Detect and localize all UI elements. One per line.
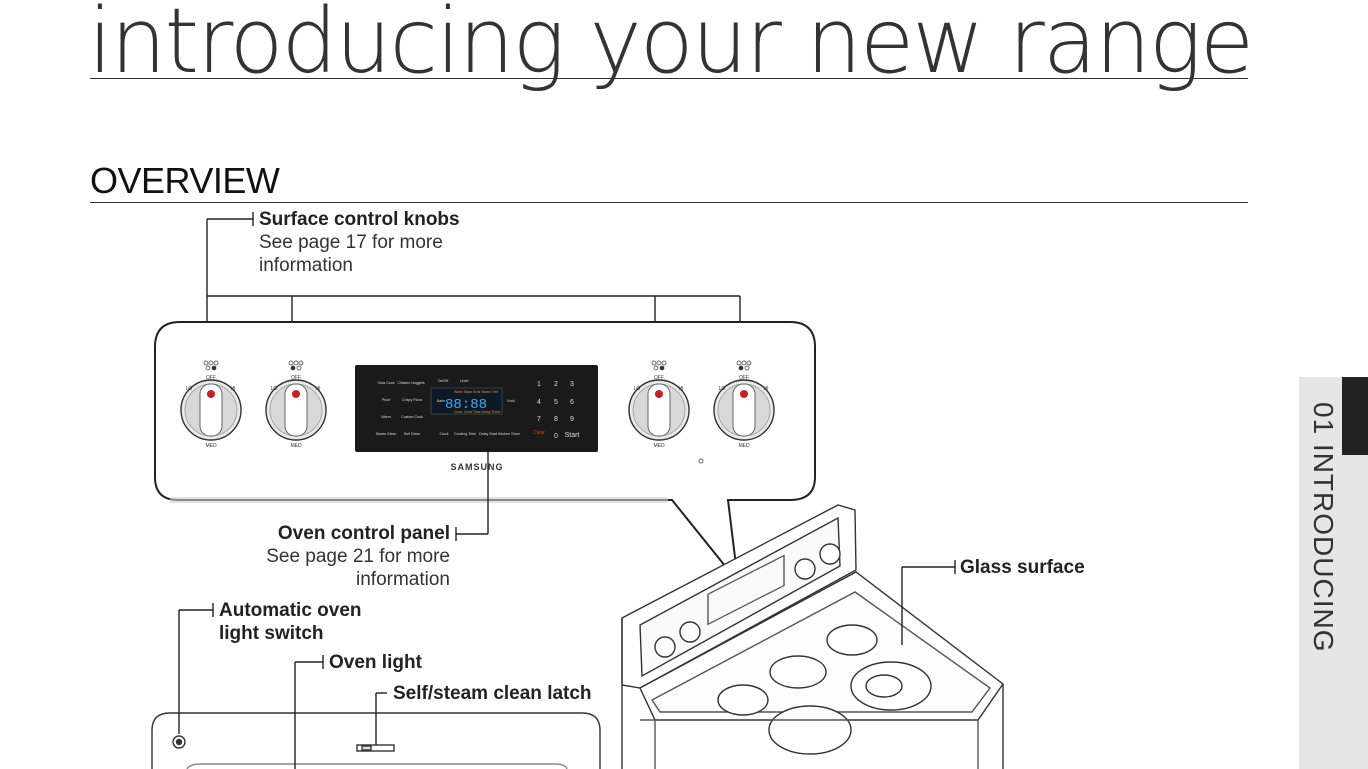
mode-key[interactable]: Proof bbox=[382, 398, 391, 402]
function-key[interactable]: Clock bbox=[440, 432, 449, 436]
oven-panel-leader bbox=[455, 452, 489, 541]
range-illustration bbox=[621, 504, 1004, 769]
svg-text:LO: LO bbox=[271, 386, 278, 392]
oven-panel-label: Oven control panel bbox=[277, 523, 450, 544]
svg-text:OFF: OFF bbox=[291, 375, 301, 381]
mode-key[interactable]: Warm bbox=[381, 415, 390, 419]
function-key[interactable]: Delay Start bbox=[479, 432, 497, 436]
glass-surface-callout: Glass surface bbox=[960, 556, 1085, 579]
svg-text:LO: LO bbox=[719, 386, 726, 392]
oven-light-callout: Oven light bbox=[329, 651, 422, 674]
mode-key[interactable]: Steam Clean bbox=[376, 432, 397, 436]
svg-text:LO: LO bbox=[186, 386, 193, 392]
oven-panel-callout: Oven control panel See page 21 for more … bbox=[230, 522, 450, 591]
surface-knobs-callout: Surface control knobs See page 17 for mo… bbox=[259, 208, 460, 277]
oven-light-label: Oven light bbox=[329, 652, 422, 673]
function-key[interactable]: Cooking Time bbox=[454, 432, 476, 436]
svg-text:Conv. Cook Time Delay Timer: Conv. Cook Time Delay Timer bbox=[454, 410, 501, 414]
svg-text:OFF: OFF bbox=[654, 375, 664, 381]
section-rule bbox=[90, 202, 1248, 203]
clear-key[interactable]: Clear bbox=[533, 430, 545, 436]
svg-text:LO: LO bbox=[634, 386, 641, 392]
keypad-key[interactable]: 7 bbox=[537, 416, 541, 423]
svg-text:MED: MED bbox=[205, 443, 217, 449]
surface-knobs-note-2: information bbox=[259, 255, 353, 276]
function-key[interactable]: Kitchen Timer bbox=[498, 432, 521, 436]
keypad-key[interactable]: 6 bbox=[570, 399, 574, 406]
oven-control-panel: 88:88 Warm Bake Broil Steam Self Conv. C… bbox=[355, 365, 598, 472]
mode-key[interactable]: Crispy Pizza bbox=[402, 398, 422, 402]
svg-text:OFF: OFF bbox=[206, 375, 216, 381]
surface-knob[interactable]: OFF LO HI MED bbox=[628, 360, 690, 449]
function-key[interactable]: Broil bbox=[507, 399, 514, 403]
start-key[interactable]: Start bbox=[565, 432, 580, 439]
svg-text:MED: MED bbox=[290, 443, 302, 449]
auto-light-switch-callout: Automatic oven light switch bbox=[219, 599, 362, 645]
keypad-key[interactable]: 5 bbox=[554, 399, 558, 406]
clean-latch-label: Self/steam clean latch bbox=[393, 683, 592, 704]
surface-knob[interactable]: OFF LO HI MED bbox=[180, 360, 242, 449]
function-key[interactable]: Bake bbox=[437, 399, 445, 403]
lower-leaders bbox=[178, 603, 387, 769]
chapter-tab-label: 01 INTRODUCING bbox=[1308, 402, 1339, 653]
oven-display: 88:88 bbox=[445, 397, 487, 413]
auto-light-switch-label-2: light switch bbox=[219, 623, 324, 644]
mode-key[interactable]: Chicken Nuggets bbox=[397, 381, 425, 385]
function-key[interactable]: Level bbox=[460, 379, 469, 383]
surface-control-knobs: OFF LO HI MED OFF LO HI MED OFF LO HI MED OFF LO HI MED bbox=[180, 360, 775, 449]
title-rule bbox=[90, 78, 1248, 79]
page-title: introducing your new range bbox=[88, 0, 1254, 94]
svg-text:HI: HI bbox=[679, 386, 684, 392]
keypad-key[interactable]: 2 bbox=[554, 381, 558, 388]
mode-key[interactable]: Slow Cook bbox=[377, 381, 394, 385]
keypad-key[interactable]: 3 bbox=[570, 381, 574, 388]
glass-surface-label: Glass surface bbox=[960, 557, 1085, 578]
glass-surface-leader bbox=[901, 560, 956, 645]
svg-text:Warm Bake Broil Steam Self: Warm Bake Broil Steam Self bbox=[454, 390, 498, 394]
mode-key[interactable]: Custom Cook bbox=[401, 415, 423, 419]
keypad-key[interactable]: 4 bbox=[537, 399, 541, 406]
surface-knob[interactable]: OFF LO HI MED bbox=[265, 360, 327, 449]
function-key[interactable]: On/Off bbox=[438, 379, 449, 383]
svg-text:OFF: OFF bbox=[739, 375, 749, 381]
surface-knobs-note-1: See page 17 for more bbox=[259, 232, 443, 253]
keypad-key[interactable]: 9 bbox=[570, 416, 574, 423]
keypad-key[interactable]: 1 bbox=[537, 381, 541, 388]
svg-text:HI: HI bbox=[316, 386, 321, 392]
svg-text:MED: MED bbox=[738, 443, 750, 449]
svg-text:MED: MED bbox=[653, 443, 665, 449]
svg-text:HI: HI bbox=[231, 386, 236, 392]
section-heading: OVERVIEW bbox=[90, 160, 280, 201]
surface-knob[interactable]: OFF LO HI MED bbox=[713, 360, 775, 449]
mode-key[interactable]: Self Clean bbox=[404, 432, 421, 436]
clean-latch-callout: Self/steam clean latch bbox=[393, 682, 592, 705]
keypad-key[interactable]: 8 bbox=[554, 416, 558, 423]
svg-text:HI: HI bbox=[764, 386, 769, 392]
oven-panel-note-2: information bbox=[356, 569, 450, 590]
keypad-key[interactable]: 0 bbox=[554, 433, 558, 440]
auto-light-switch-label-1: Automatic oven bbox=[219, 600, 362, 621]
chapter-tab-accent bbox=[1342, 377, 1368, 455]
surface-knobs-label: Surface control knobs bbox=[259, 209, 460, 230]
brand-logo: SAMSUNG bbox=[450, 462, 503, 472]
oven-panel-note-1: See page 21 for more bbox=[266, 546, 450, 567]
